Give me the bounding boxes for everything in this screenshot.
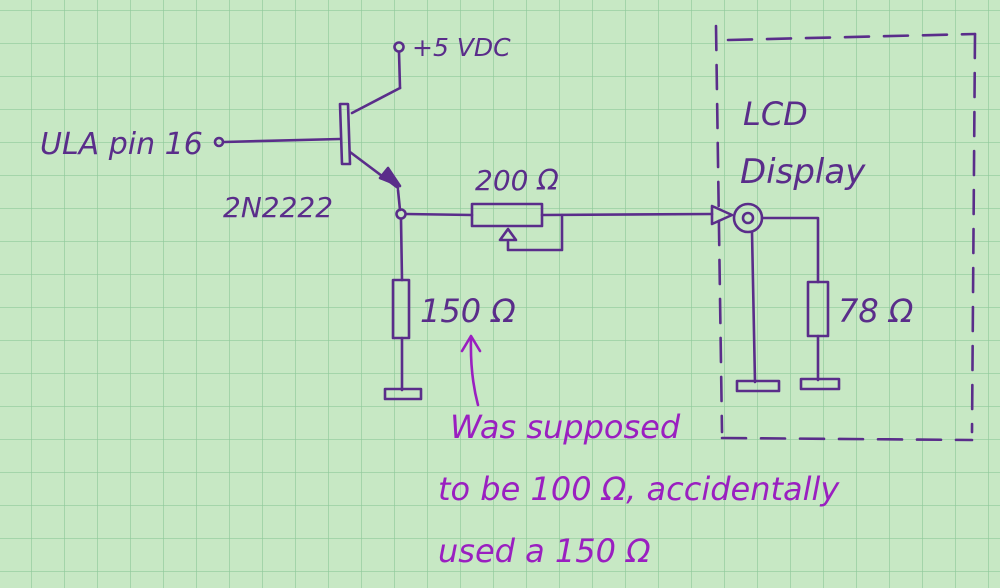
emitter-to-pot-wire: [404, 212, 474, 217]
lcd-boundary-top: [726, 32, 977, 42]
note-line-3: used a 150 Ω: [438, 532, 651, 570]
lcd-boundary-left: [714, 24, 724, 434]
load-resistor-label: 78 Ω: [838, 292, 914, 330]
lcd-boundary-right: [970, 32, 977, 434]
emitter-resistor-label: 150 Ω: [420, 292, 516, 330]
supply-label: +5 VDC: [412, 33, 511, 62]
lcd-label-line1: LCD: [743, 95, 808, 133]
supply-wire: [397, 50, 402, 90]
lcd-boundary-bottom: [720, 436, 974, 442]
lcd-connector-arrow: [710, 204, 734, 226]
emitter-ground: [383, 387, 423, 401]
lcd-left-drop: [750, 230, 757, 384]
lcd-left-ground: [735, 379, 781, 393]
emitter-drop: [396, 188, 402, 212]
pot-wiper-wire: [506, 213, 564, 252]
pot-label: 200 Ω: [475, 164, 559, 197]
note-arrow: [469, 336, 480, 407]
base-wire: [222, 137, 342, 144]
note-line-2: to be 100 Ω, accidentally: [438, 470, 840, 508]
note-line-1: Was supposed: [450, 408, 681, 446]
note-arrowhead: [460, 334, 482, 353]
transistor-base-bar: [338, 102, 352, 166]
pot-wiper-arrow: [498, 227, 518, 242]
lcd-right-ground: [799, 377, 841, 391]
lcd-top-wire: [760, 216, 820, 284]
lcd-label-line2: Display: [740, 152, 866, 192]
pot-right-wire: [540, 212, 714, 217]
emitter-arrow: [378, 166, 402, 188]
collector-wire: [350, 86, 402, 115]
transistor-label: 2N2222: [223, 191, 333, 224]
input-label: ULA pin 16: [40, 127, 203, 162]
emitter-down-wire: [399, 217, 404, 282]
lcd-connector-inner: [741, 211, 755, 225]
